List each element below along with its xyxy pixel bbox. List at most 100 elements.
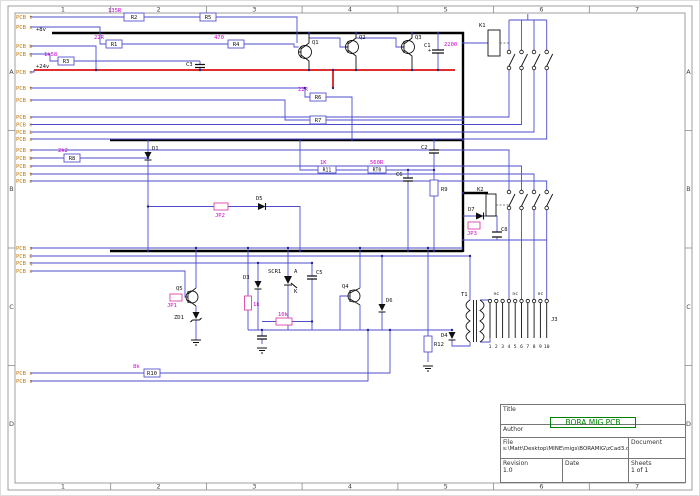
schematic-label: 2 (495, 344, 498, 350)
resistor-r11 (317, 165, 337, 174)
zone-number-bottom: 5 (444, 483, 448, 491)
zone-number-top: 3 (252, 6, 256, 14)
zone-number-bottom: 2 (157, 483, 161, 491)
schematic-label: PCB s (16, 379, 33, 385)
schematic-label: C3 (186, 62, 193, 68)
schematic-label: D1 (152, 146, 159, 152)
file-row: File s:\Matt\Desktop\MINE\migs\BORAMIG\z… (501, 438, 685, 459)
schematic-label: PCB t (16, 15, 33, 21)
schematic-label: K (294, 289, 298, 295)
schematic-label: 3 (501, 344, 504, 350)
revision-value: 1.0 (503, 467, 513, 474)
schematic-label: Q2 (359, 35, 366, 41)
diodes (144, 152, 485, 341)
jumper-jp2 (213, 202, 229, 211)
schematic-label: K1 (479, 23, 486, 29)
zone-letter-right: A (686, 68, 691, 76)
schematic-label: PCB x (16, 148, 33, 154)
file-cell: File s:\Matt\Desktop\MINE\migs\BORAMIG\z… (501, 438, 629, 458)
zone-letter-right: D (686, 420, 691, 428)
schematic-label: D7 (468, 207, 475, 213)
diode-d6 (378, 304, 386, 311)
zone-letter-left: C (9, 303, 14, 311)
schematic-label: R10 (147, 371, 157, 377)
schematic-label: 1 (489, 344, 492, 350)
schematic-label: K2 (477, 187, 484, 193)
capacitor-plates (195, 49, 502, 340)
schematic-label: JP2 (215, 213, 225, 219)
schematic-label: PCB b (16, 156, 33, 162)
relay-k2 (485, 189, 554, 217)
author-label: Author (503, 426, 524, 433)
zone-number-top: 4 (348, 6, 352, 14)
schematic-label: R2 (131, 15, 138, 21)
resistor-r6 (309, 92, 327, 102)
schematic-label: C1 (424, 43, 431, 49)
author-row: Author (501, 425, 685, 438)
zone-number-top: 1 (61, 6, 65, 14)
resistor-r5 (199, 12, 217, 22)
schematic-label: 560R (370, 160, 384, 166)
schematic-label: R12 (434, 342, 444, 348)
schematic-label: 2k2 (58, 148, 68, 154)
schematic-label: PCB b (16, 44, 33, 50)
schematic-label: 22R (94, 35, 105, 41)
revision-label: Revision (503, 460, 529, 467)
schematic-label: R6 (315, 95, 322, 101)
schematic-label: C6 (396, 172, 403, 178)
schematic-label: 1k58 (44, 52, 57, 58)
zone-letter-left: A (9, 68, 14, 76)
diode-d3 (254, 281, 262, 288)
schematic-label: R5 (205, 15, 212, 21)
schematic-label: R1 (111, 42, 118, 48)
schematic-label: 2200 (444, 42, 457, 48)
schematic-label: PCB t (16, 172, 33, 178)
zone-number-bottom: 3 (252, 483, 256, 491)
schematic-label: R4 (233, 42, 240, 48)
schematic-label: PCB x (16, 269, 33, 275)
schematic-label: 9 (539, 344, 542, 350)
schematic-label: ZD1 (174, 315, 184, 321)
resistor-r10 (143, 368, 161, 378)
transistor-q4 (347, 289, 361, 303)
schematic-label: Q1 (312, 40, 319, 46)
resistor-r4 (227, 39, 245, 49)
resistor-10k (275, 317, 293, 326)
schematic-label: R11 (323, 168, 332, 174)
schematic-label: D6 (386, 298, 393, 304)
power-bus-wires (52, 31, 488, 253)
schematic-label: JP1 (167, 303, 177, 309)
schematic-label: JP3 (467, 231, 477, 237)
relay-k1-coil (487, 29, 501, 57)
jumper-jp1 (169, 293, 183, 302)
schematic-label: R3 (63, 59, 70, 65)
schematic-label: PCB L (16, 130, 33, 136)
schematic-label: C8 (501, 227, 508, 233)
schematic-label: PCB q (16, 261, 33, 267)
thermistor-rt0 (367, 165, 387, 174)
sheets-value: 1 of 1 (631, 467, 649, 474)
resistor-r9 (429, 179, 439, 197)
schematic-label: 8 (533, 344, 536, 350)
zone-number-bottom: 7 (635, 483, 639, 491)
zone-number-top: 7 (635, 6, 639, 14)
document-title: BORA MIG PCB (550, 417, 636, 428)
schematic-label: PCB n (16, 179, 33, 185)
schematic-label: PCB n (16, 123, 33, 129)
file-label: File (503, 439, 514, 446)
schematic-label: nc (494, 292, 500, 297)
schematic-label: R8 (69, 156, 76, 162)
resistor-r7 (309, 115, 327, 125)
zone-letter-right: B (686, 185, 690, 193)
diode-cathode-bars (144, 159, 485, 341)
schematic-label: +8v (36, 27, 47, 33)
schematic-label: PCB x (16, 98, 33, 104)
schematic-label: D3 (243, 275, 250, 281)
schematic-label: nc (512, 292, 518, 297)
zone-number-top: 5 (444, 6, 448, 14)
zone-letter-left: D (9, 420, 14, 428)
schematic-label: 4 (508, 344, 511, 350)
